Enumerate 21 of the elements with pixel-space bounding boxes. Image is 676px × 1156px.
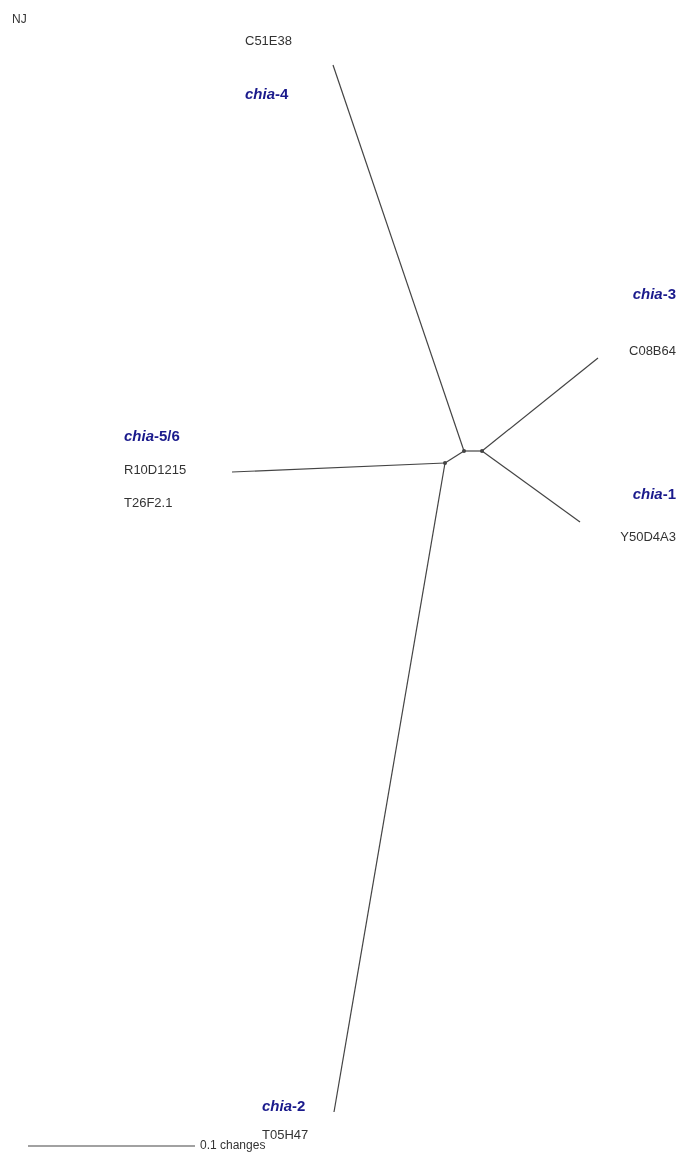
tree-branch [231,462,446,473]
gene-id: C08B64 [629,342,676,360]
clade-name: chia-1 [632,484,676,504]
clade-name: chia-2 [262,1096,306,1116]
clade-name: chia-4 [245,84,289,104]
clade-name: chia-5/6 [124,426,180,446]
tree-branch [481,357,599,452]
gene-id: R10D1215 [124,461,187,479]
branch-point [462,449,466,453]
tree-branch [333,462,446,1113]
method-label: NJ [12,12,27,26]
tree-branch [332,64,465,452]
tree-branch [444,450,465,464]
gene-id: T26F2.1 [124,494,173,512]
branch-point [480,449,484,453]
gene-id: Y50D4A3 [620,528,676,546]
branch-point [443,461,447,465]
tree-branch [463,450,483,452]
tree-branch [481,450,581,523]
clade-name: chia-3 [632,284,676,304]
gene-id: C51E38 [245,32,292,50]
